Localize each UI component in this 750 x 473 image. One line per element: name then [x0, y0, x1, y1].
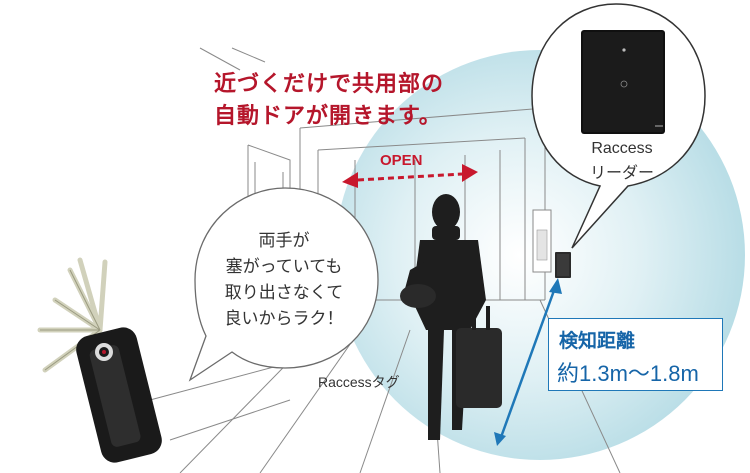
person-with-suitcase-icon — [400, 194, 502, 440]
reader-label-line-1: Raccess — [591, 140, 653, 157]
headline-line-1: 近づくだけで共用部の — [214, 72, 445, 97]
bubble-line-2: 塞がっていても — [225, 257, 343, 277]
tag-label: Raccessタグ — [318, 374, 400, 390]
key-fob-icon — [37, 257, 162, 463]
bubble-line-3: 取り出さなくて — [224, 283, 344, 303]
reader-label-line-2: リーダー — [589, 165, 654, 182]
detection-distance-value: 約1.3m〜1.8m — [557, 361, 699, 386]
detection-distance-box — [548, 318, 723, 391]
reader-callout — [531, 3, 706, 249]
bubble-line-1: 両手が — [258, 231, 310, 251]
headline-line-2: 自動ドアが開きます。 — [214, 104, 442, 129]
distance-arrow — [494, 278, 562, 446]
speech-bubble — [188, 187, 379, 382]
card-reader-icon — [555, 252, 571, 278]
open-arrow — [342, 164, 478, 188]
detection-distance-title: 検知距離 — [559, 330, 636, 352]
open-label: OPEN — [380, 152, 423, 169]
bubble-line-4: 良いからラク！ — [224, 309, 344, 329]
